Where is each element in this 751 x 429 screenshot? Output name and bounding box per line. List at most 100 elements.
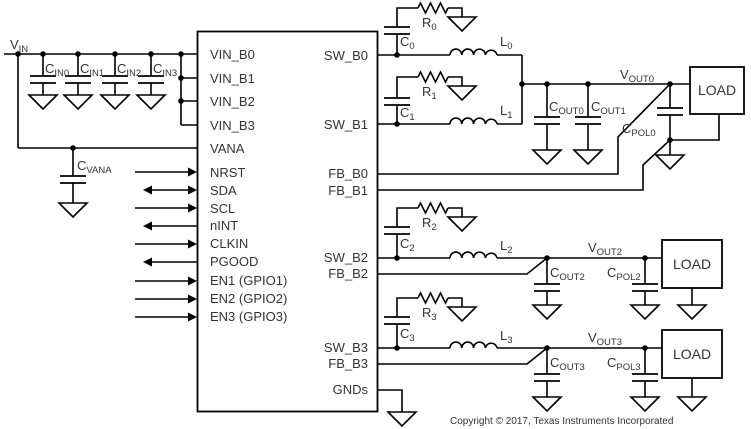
junction-dot xyxy=(178,75,184,81)
load-box xyxy=(689,66,745,115)
label-cout3: COUT3 xyxy=(550,355,585,373)
label-cin3: CIN3 xyxy=(153,61,177,79)
net-label-vout3: VOUT3 xyxy=(588,330,622,348)
capacitor-cpol0-icon xyxy=(656,107,684,116)
junction-dot xyxy=(667,81,673,87)
wire-sw-b0 xyxy=(377,7,523,84)
arrow-in-icon xyxy=(188,203,197,213)
pin-label-fb-b3: FB_B3 xyxy=(328,356,368,371)
label-cvana: CVANA xyxy=(77,158,112,176)
buck0-section: R0 C0 L0 xyxy=(377,1,523,84)
junction-dot xyxy=(75,51,81,57)
pin-label-en3: EN3 (GPIO3) xyxy=(210,309,287,324)
resistor-r1-icon xyxy=(417,70,449,84)
label-cin0: CIN0 xyxy=(45,61,69,79)
junction-dot xyxy=(70,145,76,151)
pin-label-gnds: GNDs xyxy=(333,382,369,397)
label-cin1: CIN1 xyxy=(80,61,104,79)
ground-icon xyxy=(63,94,93,110)
ground-icon xyxy=(532,149,562,165)
pin-label-fb-b2: FB_B2 xyxy=(328,266,368,281)
wire-sw-b1 xyxy=(377,76,523,125)
arrow-in-icon xyxy=(188,239,197,249)
ground-icon xyxy=(677,304,707,320)
arrow-in-icon xyxy=(188,276,197,286)
resistor-r2-icon xyxy=(417,201,449,215)
capacitor-c3-icon xyxy=(383,316,411,325)
ground-icon xyxy=(630,396,660,412)
junction-dot xyxy=(112,51,118,57)
pin-label-vin-b2: VIN_B2 xyxy=(210,94,255,109)
label-cin2: CIN2 xyxy=(117,61,141,79)
ground-icon xyxy=(387,411,417,427)
junction-dot xyxy=(544,255,550,261)
resistor-r0-icon xyxy=(417,1,449,15)
resistor-r3-icon xyxy=(417,291,449,305)
capacitor-cin0-icon xyxy=(29,75,57,84)
ground-icon xyxy=(58,202,88,218)
pin-label-en2: EN2 (GPIO2) xyxy=(210,291,287,306)
label-cout0: COUT0 xyxy=(549,99,584,117)
pin-label-sda: SDA xyxy=(210,183,237,198)
junction-dot xyxy=(585,81,591,87)
pin-label-clkin: CLKIN xyxy=(210,236,248,251)
ground-icon xyxy=(447,306,477,322)
junction-dot xyxy=(544,345,550,351)
ground-icon xyxy=(655,154,685,170)
pin-label-fb-b1: FB_B1 xyxy=(328,183,368,198)
junction-dot xyxy=(667,137,673,143)
capacitor-cout1-icon xyxy=(574,116,602,125)
capacitor-cpol2-icon xyxy=(631,283,659,292)
junction-dot xyxy=(642,255,648,261)
capacitor-cin3-icon xyxy=(137,75,165,84)
junction-dot xyxy=(544,81,550,87)
capacitor-c2-icon xyxy=(383,226,411,235)
junction-dot xyxy=(394,52,400,58)
wire-fb-b1 xyxy=(377,139,671,191)
label-c0: C0 xyxy=(400,34,415,52)
ground-icon xyxy=(532,304,562,320)
label-r3: R3 xyxy=(422,305,437,323)
arrow-in-icon xyxy=(188,312,197,322)
capacitor-c0-icon xyxy=(383,26,411,35)
label-r1: R1 xyxy=(422,84,437,102)
load-box xyxy=(661,239,723,289)
label-cpol2: CPOL2 xyxy=(607,265,641,283)
ground-icon xyxy=(100,94,130,110)
load-label: LOAD xyxy=(673,256,711,272)
pin-label-nrst: NRST xyxy=(210,165,245,180)
pin-label-pgood: PGOOD xyxy=(210,254,258,269)
ground-icon xyxy=(677,396,707,412)
inductor-l2-icon xyxy=(449,251,498,259)
pin-label-sw-b2: SW_B2 xyxy=(324,250,368,265)
label-l2: L2 xyxy=(500,238,513,256)
arrow-in-icon xyxy=(188,294,197,304)
label-r2: R2 xyxy=(422,215,437,233)
net-label-vin: VIN xyxy=(10,37,28,55)
wire-gnds xyxy=(377,389,403,412)
ground-icon xyxy=(447,216,477,232)
arrow-lines xyxy=(135,171,197,318)
junction-dot xyxy=(394,255,400,261)
arrow-in-icon xyxy=(188,167,197,177)
label-l1: L1 xyxy=(500,103,513,121)
buck1-section: R1 C1 L1 xyxy=(377,70,523,127)
net-label-vout2: VOUT2 xyxy=(588,240,622,258)
wire-sw-b2 xyxy=(377,207,693,305)
label-cpol0: CPOL0 xyxy=(622,121,656,139)
label-c1: C1 xyxy=(400,105,415,123)
label-r0: R0 xyxy=(422,15,437,33)
capacitor-cvana-icon xyxy=(59,175,87,184)
ground-icon xyxy=(28,94,58,110)
arrow-out-icon xyxy=(143,221,152,231)
ic-block: VIN_B0 VIN_B1 VIN_B2 VIN_B3 VANA NRST SD… xyxy=(196,30,379,413)
pin-label-en1: EN1 (GPIO1) xyxy=(210,273,287,288)
load-box xyxy=(661,329,723,379)
capacitor-cout0-icon xyxy=(533,116,561,125)
load-label: LOAD xyxy=(698,82,736,98)
junction-dot xyxy=(40,51,46,57)
arrow-in-icon xyxy=(188,185,197,195)
inductor-l0-icon xyxy=(449,48,498,56)
label-l0: L0 xyxy=(500,34,513,52)
